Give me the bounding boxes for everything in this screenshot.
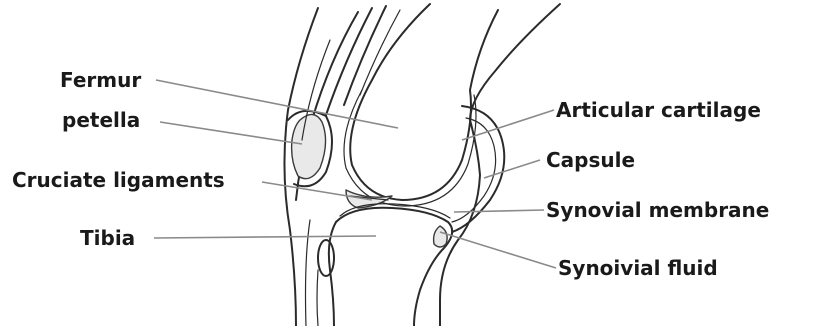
tendon-line xyxy=(360,10,400,95)
leader-fermur xyxy=(156,80,398,128)
fibula-head xyxy=(318,240,334,276)
label-cruciate-ligaments: Cruciate ligaments xyxy=(12,170,225,190)
synovial-fluid-region xyxy=(434,226,448,247)
articular-cartilage-outline xyxy=(344,90,476,206)
leader-synovial-fluid xyxy=(440,232,556,268)
leader-capsule xyxy=(484,160,540,178)
label-capsule: Capsule xyxy=(546,150,635,170)
label-tibia: Tibia xyxy=(80,228,135,248)
label-petella: petella xyxy=(62,110,140,130)
label-synovial-membrane: Synovial membrane xyxy=(546,200,769,220)
front-skin-line-lower xyxy=(440,120,480,326)
capsule-outline xyxy=(452,106,504,232)
label-synovial-fluid: Synoivial fluid xyxy=(558,258,718,278)
patella-shape xyxy=(292,114,326,178)
fibula-line xyxy=(317,270,318,326)
tibia-outline xyxy=(336,208,452,326)
leader-petella xyxy=(160,122,302,144)
leader-tibia xyxy=(154,236,376,238)
leader-synovial-membrane xyxy=(454,210,544,212)
knee-anatomy-drawing xyxy=(284,4,560,326)
label-articular-cartilage: Articular cartilage xyxy=(556,100,761,120)
label-fermur: Fermur xyxy=(60,70,141,90)
front-skin-line xyxy=(470,4,560,120)
